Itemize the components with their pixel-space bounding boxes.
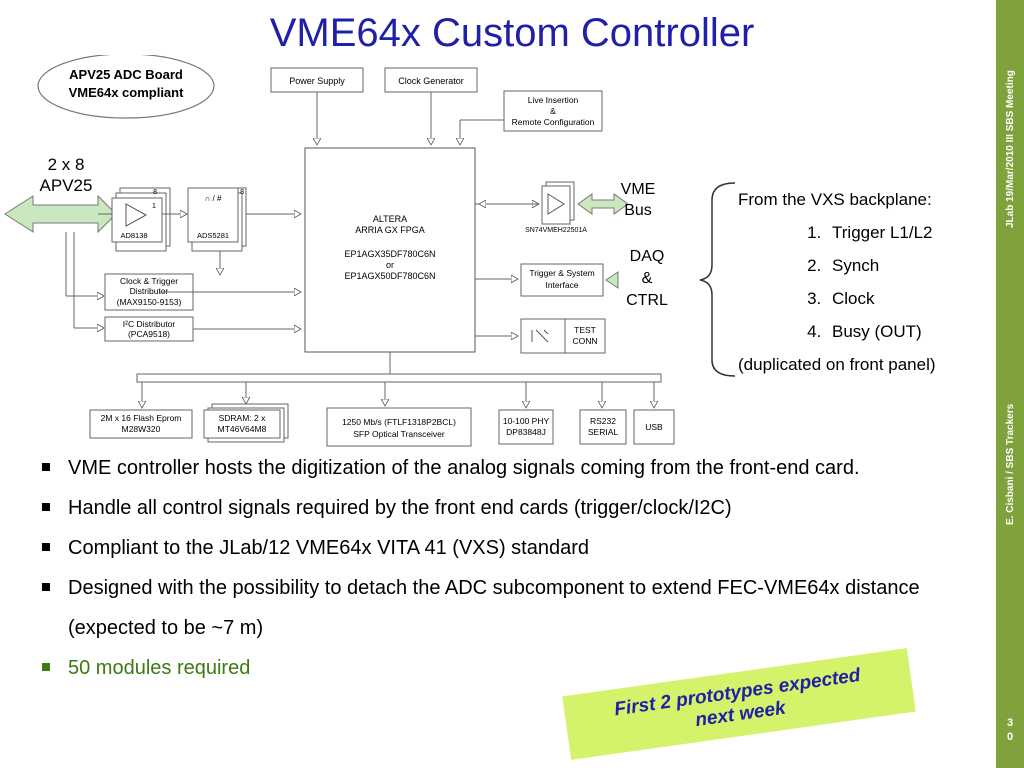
bullet-item-modules: 50 modules required (42, 648, 983, 688)
fpga-line2: ARRIA GX FPGA (355, 225, 425, 235)
fpga-line4: or (386, 260, 394, 270)
phy-line1: 10-100 PHY (503, 416, 550, 426)
vxs-items: Trigger L1/L2 Synch Clock Busy (OUT) (738, 216, 936, 348)
bullet-item: Compliant to the JLab/12 VME64x VITA 41 … (42, 528, 983, 568)
sidebar-meeting-text: JLab 19/Mar/2010 III SBS Meeting (1005, 70, 1016, 228)
adc-symbol: ∩ / # (205, 194, 222, 203)
daq-line2: & (642, 270, 653, 287)
vxs-item: Synch (826, 249, 936, 282)
clock-generator-label: Clock Generator (398, 76, 464, 86)
amplifier-icon (125, 203, 148, 227)
sdram-box (203, 409, 281, 439)
trigger-interface-box (520, 263, 604, 297)
phy-line2: DP83848J (506, 427, 546, 437)
sdram-line1: SDRAM: 2 x (219, 413, 267, 423)
amp-index: 1 (152, 203, 156, 210)
daq-line1: DAQ (630, 248, 665, 265)
bullet-item: Handle all control signals required by t… (42, 488, 983, 528)
sfp-box (326, 407, 472, 447)
bullet-list: VME controller hosts the digitization of… (38, 448, 983, 688)
trigger-iface-line2: Interface (545, 280, 578, 290)
fpga-line5: EP1AGX50DF780C6N (344, 271, 435, 281)
phy-box (498, 409, 554, 445)
badge-line2: VME64x compliant (69, 85, 185, 100)
vme-bus-line1: VME (621, 181, 656, 198)
vme-chip-label: SN74VMEH22501A (525, 227, 587, 234)
vxs-brace (699, 182, 736, 377)
optocoupler-icon (531, 329, 549, 343)
usb-label: USB (645, 422, 663, 432)
fpga-line1: ALTERA (373, 214, 407, 224)
vxs-item: Clock (826, 282, 936, 315)
sidebar-author-text: E. Cisbani / SBS Trackers (1005, 403, 1016, 525)
bullet-item: Designed with the possibility to detach … (42, 568, 983, 648)
test-line1: TEST (574, 325, 596, 335)
live-line2: & (550, 106, 556, 116)
bottom-bus (136, 373, 662, 383)
clock-trigger-line1: Clock & Trigger (120, 276, 178, 286)
flash-line2: M28W320 (122, 424, 161, 434)
usb-box (633, 409, 675, 445)
i2c-box (104, 316, 194, 342)
sidebar-strip: JLab 19/Mar/2010 III SBS Meeting E. Cisb… (996, 0, 1024, 768)
sdram-line2: MT46V64M8 (218, 424, 267, 434)
live-insertion-box (503, 90, 603, 132)
clock-trigger-line2: Distributor (130, 286, 169, 296)
daq-line3: CTRL (626, 292, 668, 309)
i2c-line2: (PCA9518) (128, 329, 170, 339)
apv-label-line1: 2 x 8 (48, 155, 85, 174)
rs232-box (579, 409, 627, 445)
vxs-item: Trigger L1/L2 (826, 216, 936, 249)
power-supply-box (270, 67, 364, 93)
amp-label: AD8138 (120, 231, 147, 240)
flash-line1: 2M x 16 Flash Eprom (101, 413, 182, 423)
fpga-box (304, 147, 476, 353)
test-conn-box (520, 318, 606, 354)
vxs-item: Busy (OUT) (826, 315, 936, 348)
vxs-signal-list: From the VXS backplane: Trigger L1/L2 Sy… (738, 183, 936, 381)
live-line1: Live Insertion (528, 95, 579, 105)
bullet-item: VME controller hosts the digitization of… (42, 448, 983, 488)
rs232-line2: SERIAL (588, 427, 619, 437)
badge-line1: APV25 ADC Board (69, 67, 183, 82)
live-line3: Remote Configuration (512, 117, 595, 127)
i2c-line1: I²C Distributor (123, 319, 176, 329)
fpga-line3: EP1AGX35DF780C6N (344, 249, 435, 259)
vme-bus-arrow (577, 193, 629, 215)
sfp-line2: SFP Optical Transceiver (353, 429, 445, 439)
page-number: 3 0 (1006, 717, 1014, 743)
rs232-line1: RS232 (590, 416, 616, 426)
transceiver-icon (547, 193, 565, 215)
adc-box (187, 187, 239, 243)
page-title: VME64x Custom Controller (269, 11, 755, 55)
flash-eprom-box (89, 409, 193, 439)
test-line2: CONN (572, 336, 597, 346)
apv-label-line2: APV25 (40, 176, 93, 195)
board-badge (37, 55, 215, 119)
adc-label: ADS5281 (197, 231, 229, 240)
trigger-iface-line1: Trigger & System (529, 268, 594, 278)
amp-count: 8 (153, 189, 157, 196)
sfp-line1: 1250 Mb/s (FTLF1318P2BCL) (342, 417, 456, 427)
adc-count: 8 (240, 189, 244, 196)
clock-trigger-line3: (MAX9150-9153) (117, 297, 182, 307)
block-diagram: APV25 ADC Board VME64x compliant 2 x 8 A… (4, 55, 736, 447)
vxs-footer: (duplicated on front panel) (738, 355, 936, 374)
power-supply-label: Power Supply (289, 76, 345, 86)
vme-bus-line2: Bus (624, 202, 652, 219)
vxs-heading: From the VXS backplane: (738, 190, 932, 209)
